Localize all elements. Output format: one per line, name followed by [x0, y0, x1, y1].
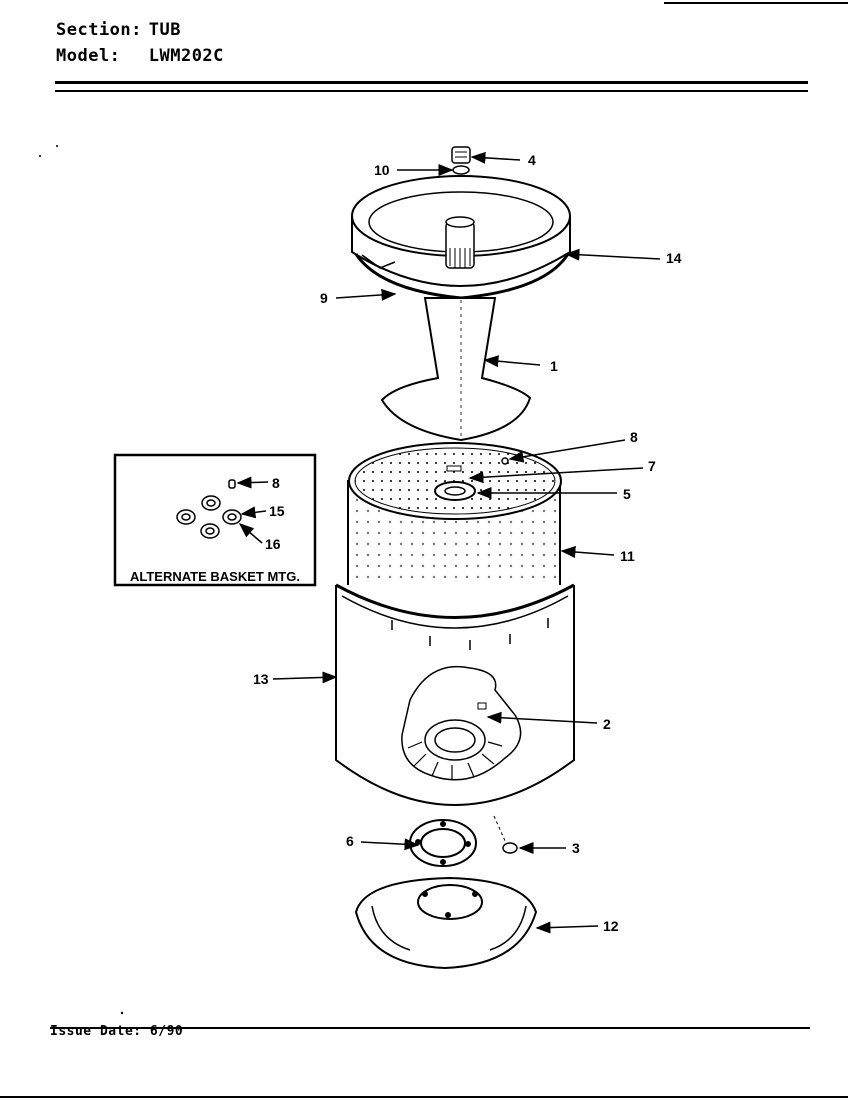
footer-rule: [50, 1027, 810, 1029]
callout-1: 1: [550, 358, 558, 374]
callout-4: 4: [528, 152, 536, 168]
header-rule-thick: [55, 81, 808, 84]
callout-5: 5: [623, 486, 631, 502]
section-value: TUB: [148, 20, 181, 40]
callout-8: 8: [630, 429, 638, 445]
inset-callout-15: 15: [269, 503, 285, 519]
scan-specks: [39, 145, 124, 1015]
alternate-mounting-inset: [113, 453, 317, 587]
top-corner-rule: [664, 2, 848, 4]
part-10-nut: [452, 165, 470, 175]
part-3-screw: [493, 815, 518, 854]
part-6-gasket: [409, 819, 477, 867]
issue-date-value: 6/90: [149, 1024, 184, 1039]
agitator-shaft: [445, 216, 475, 269]
part-4-cap: [451, 146, 471, 164]
callout-7: 7: [648, 458, 656, 474]
leader-lines: [236, 151, 661, 934]
callout-10: 10: [374, 162, 390, 178]
model-label: Model:: [56, 46, 121, 66]
callout-3: 3: [572, 840, 580, 856]
model-line: Model: LWM202C: [56, 46, 224, 66]
callout-13: 13: [253, 671, 269, 687]
issue-date-line: Issue Date: 6/90: [50, 1024, 183, 1039]
callout-labels: 4 10 14 9 1 8 7 5 11 13 2 6 3 12 8 15 16: [253, 152, 682, 934]
callout-14: 14: [666, 250, 682, 266]
inset-callout-8: 8: [272, 475, 280, 491]
section-label: Section:: [56, 20, 142, 40]
callout-12: 12: [603, 918, 619, 934]
header-rule-thin: [55, 90, 808, 92]
part-1-hub: [380, 297, 532, 442]
inset-title: ALTERNATE BASKET MTG.: [130, 569, 300, 584]
bottom-rule: [0, 1096, 848, 1098]
callout-11: 11: [620, 548, 635, 564]
callout-2: 2: [603, 716, 611, 732]
callout-6: 6: [346, 833, 354, 849]
inset-callout-16: 16: [265, 536, 281, 552]
section-line: Section: TUB: [56, 20, 181, 40]
issue-date-label: Issue Date:: [50, 1024, 142, 1039]
part-12-bottom-cover: [354, 876, 538, 970]
model-value: LWM202C: [148, 46, 224, 66]
callout-9: 9: [320, 290, 328, 306]
part-2-agitator: [401, 666, 522, 781]
